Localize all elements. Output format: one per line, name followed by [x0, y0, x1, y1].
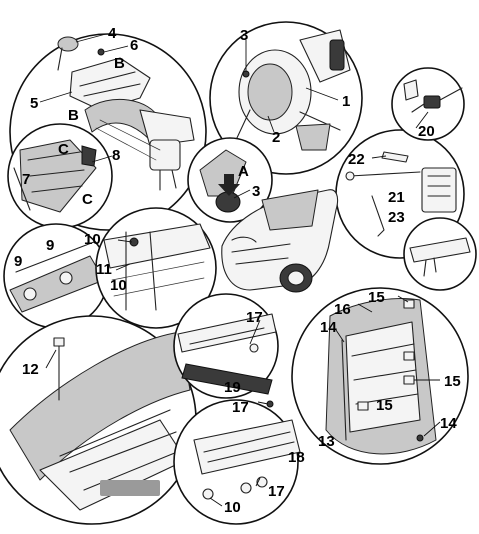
- callout-17-bottom-top: 17: [232, 399, 249, 416]
- callout-2: 2: [272, 129, 280, 146]
- detail-connector-20: [391, 67, 465, 141]
- callout-letter-C1: C: [58, 141, 69, 158]
- callout-6: 6: [130, 37, 138, 54]
- callout-23: 23: [388, 209, 405, 226]
- callout-7: 7: [22, 171, 30, 188]
- callout-letter-A: A: [238, 163, 249, 180]
- callout-14-right: 14: [440, 415, 457, 432]
- callout-9-left: 9: [14, 253, 22, 270]
- callout-letter-C2: C: [82, 191, 93, 208]
- callout-21: 21: [388, 189, 405, 206]
- callout-1: 1: [342, 93, 350, 110]
- callout-labels: 4 6 B 5 B C 8 7 C 3 1 2 A 3 20 22 21 23 …: [14, 25, 461, 516]
- callout-11: 11: [96, 261, 112, 278]
- callout-10-upper: 10: [84, 231, 101, 248]
- callout-10-bottom: 10: [224, 499, 241, 516]
- detail-clip-7-8: [7, 123, 113, 229]
- leader-lines: [39, 33, 441, 507]
- detail-latch-23: [403, 217, 477, 291]
- car-silhouette: [221, 189, 339, 293]
- callout-15-right: 15: [444, 373, 461, 390]
- callout-16: 16: [334, 301, 351, 318]
- callout-3-mid: 3: [252, 183, 260, 200]
- detail-fender-liner-13-16: [291, 287, 469, 465]
- detail-trim-17-19: [173, 293, 279, 399]
- callout-15-top: 15: [368, 289, 385, 306]
- callout-9-right: 9: [46, 237, 54, 254]
- callout-20: 20: [418, 123, 435, 140]
- detail-strut-10-11: [95, 207, 217, 329]
- callout-19: 19: [224, 379, 241, 396]
- callout-letter-B1: B: [114, 55, 125, 72]
- detail-engine-bay-12: [0, 315, 197, 525]
- callout-22: 22: [348, 151, 365, 168]
- callout-8: 8: [112, 147, 120, 164]
- callout-5: 5: [30, 95, 38, 112]
- detail-underbody-10-17-18: [173, 399, 301, 525]
- callout-13: 13: [318, 433, 335, 450]
- callout-12: 12: [22, 361, 39, 378]
- callout-3-top: 3: [240, 27, 248, 44]
- detail-fuel-door: [209, 21, 363, 175]
- callout-letter-B2: B: [68, 107, 79, 124]
- callout-10-middle: 10: [110, 277, 127, 294]
- callout-14-left: 14: [320, 319, 337, 336]
- callout-4: 4: [108, 25, 117, 42]
- detail-fender-bolts-9: [3, 223, 109, 329]
- callout-17-center: 17: [246, 309, 263, 326]
- callout-15-mid: 15: [376, 397, 393, 414]
- callout-18: 18: [288, 449, 305, 466]
- callout-17-bottom: 17: [268, 483, 285, 500]
- detail-release-A: [187, 137, 273, 223]
